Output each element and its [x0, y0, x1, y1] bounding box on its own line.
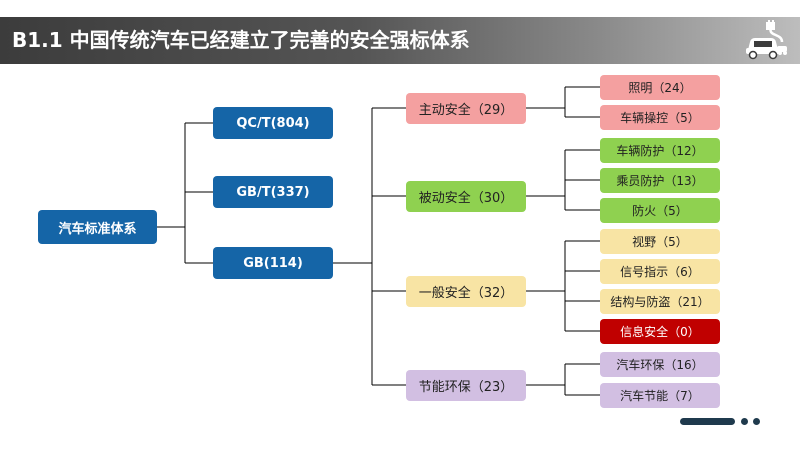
leaf-signal-indication: 信号指示（6） [600, 259, 720, 284]
root-node: 汽车标准体系 [38, 210, 157, 244]
leaf-vehicle-protection: 车辆防护（12） [600, 138, 720, 163]
category-active-safety: 主动安全（29） [406, 93, 526, 124]
leaf-occupant-protection: 乘员防护（13） [600, 168, 720, 193]
category-energy-env: 节能环保（23） [406, 370, 526, 401]
leaf-structure-antitheft: 结构与防盗（21） [600, 289, 720, 314]
standard-node-qct: QC/T(804) [213, 107, 333, 139]
leaf-vehicle-environment: 汽车环保（16） [600, 352, 720, 377]
slide-dot [753, 418, 760, 425]
slide-dot [741, 418, 748, 425]
leaf-vehicle-energy-saving: 汽车节能（7） [600, 383, 720, 408]
category-passive-safety: 被动安全（30） [406, 181, 526, 212]
leaf-vehicle-handling: 车辆操控（5） [600, 105, 720, 130]
standard-node-gb: GB(114) [213, 247, 333, 279]
leaf-fire-prevention: 防火（5） [600, 198, 720, 223]
leaf-visibility: 视野（5） [600, 229, 720, 254]
page-title: B1.1 中国传统汽车已经建立了完善的安全强标体系 [12, 28, 470, 52]
category-general-safety: 一般安全（32） [406, 276, 526, 307]
slide-progress-bar [680, 418, 735, 425]
leaf-lighting: 照明（24） [600, 75, 720, 100]
standard-node-gbt: GB/T(337) [213, 176, 333, 208]
leaf-information-security: 信息安全（0） [600, 319, 720, 344]
header-bar: B1.1 中国传统汽车已经建立了完善的安全强标体系 [0, 17, 800, 64]
car-charging-icon [746, 20, 787, 60]
